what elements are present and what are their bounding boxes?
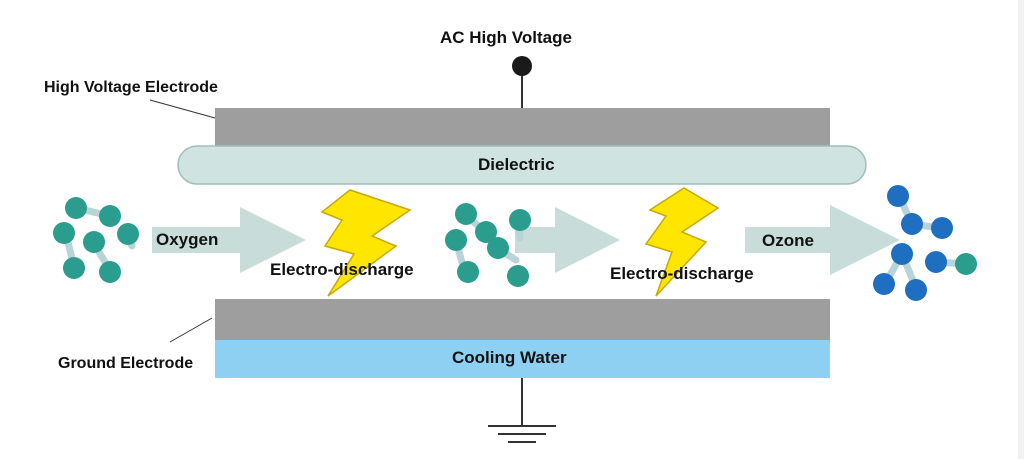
high-voltage-electrode-label: High Voltage Electrode xyxy=(44,79,218,96)
molecule-icon xyxy=(53,197,139,283)
dielectric-label: Dielectric xyxy=(478,155,555,174)
ac-terminal-icon xyxy=(512,56,532,76)
ground-symbol-icon xyxy=(488,425,556,443)
oxygen-flow-arrow xyxy=(152,207,306,273)
ac-high-voltage-label: AC High Voltage xyxy=(440,28,572,47)
ozone-label: Ozone xyxy=(762,231,814,250)
molecule-icon xyxy=(445,203,531,287)
middle-flow-arrow xyxy=(515,207,620,273)
electro-discharge-label-1: Electro-discharge xyxy=(270,260,414,279)
cooling-water-label: Cooling Water xyxy=(452,348,567,367)
oxygen-label: Oxygen xyxy=(156,230,219,249)
ozone-flow-arrow xyxy=(745,205,900,275)
lightning-bolt-icon xyxy=(644,187,720,297)
ground-electrode xyxy=(215,299,830,341)
molecule-icon xyxy=(873,185,977,301)
lightning-bolt-icon xyxy=(320,189,412,297)
electro-discharge-label-2: Electro-discharge xyxy=(610,264,754,283)
high-voltage-electrode xyxy=(215,108,830,148)
cooling-water-layer xyxy=(215,340,830,378)
dielectric-layer xyxy=(177,145,867,185)
ground-electrode-label: Ground Electrode xyxy=(58,355,194,372)
hv-electrode-leader xyxy=(149,99,216,119)
right-edge-bar xyxy=(1018,0,1024,459)
ground-electrode-leader xyxy=(169,317,213,343)
